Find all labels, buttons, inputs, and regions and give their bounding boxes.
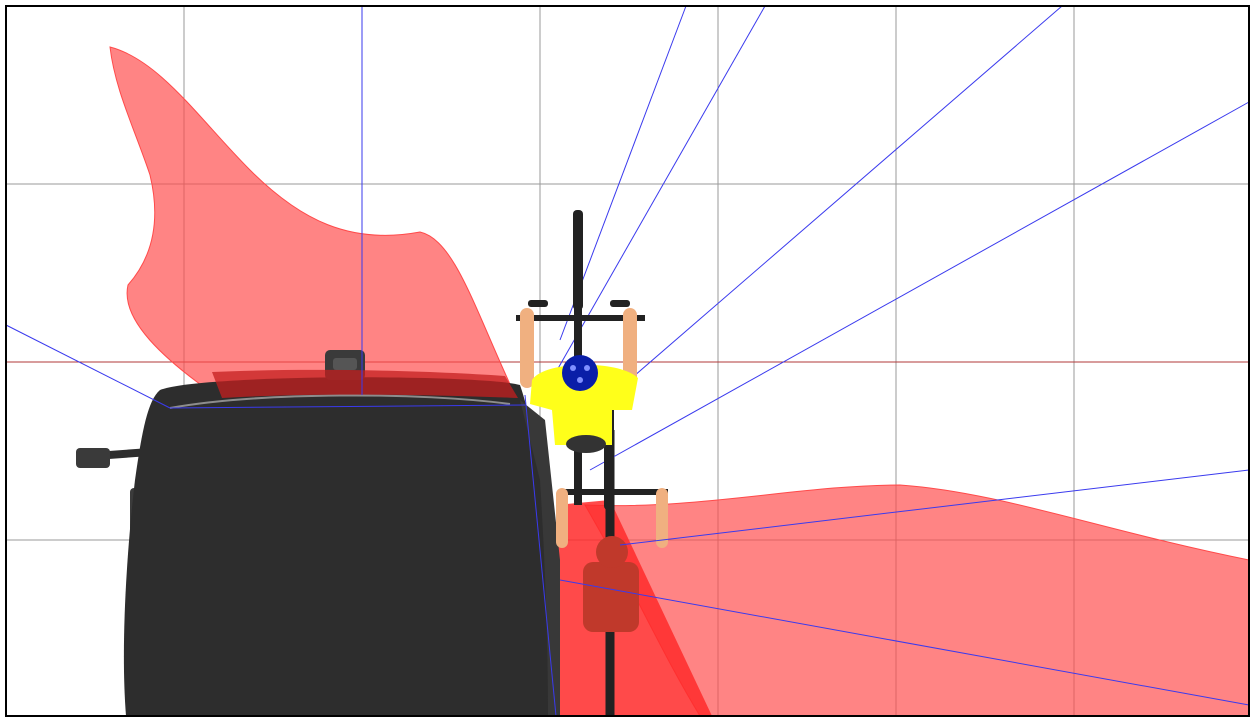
blind-zone-windshield-overlay xyxy=(212,370,518,398)
previous-arm-left xyxy=(556,488,568,548)
previous-torso xyxy=(583,562,639,632)
helmet-icon xyxy=(562,355,598,391)
truck-body xyxy=(124,377,557,716)
brake-lever-right xyxy=(610,300,630,307)
helmet-vent-2 xyxy=(584,365,590,371)
helmet-vent-3 xyxy=(577,377,583,383)
brake-lever-left xyxy=(528,300,548,307)
truck-roof-beacon xyxy=(333,358,357,370)
bicycle-front-wheel xyxy=(573,210,583,310)
rider-saddle xyxy=(566,435,606,453)
helmet-vent-1 xyxy=(570,365,576,371)
rider-arm-left xyxy=(520,308,534,388)
truck-side-mirror xyxy=(76,448,110,468)
previous-helmet xyxy=(596,536,628,568)
